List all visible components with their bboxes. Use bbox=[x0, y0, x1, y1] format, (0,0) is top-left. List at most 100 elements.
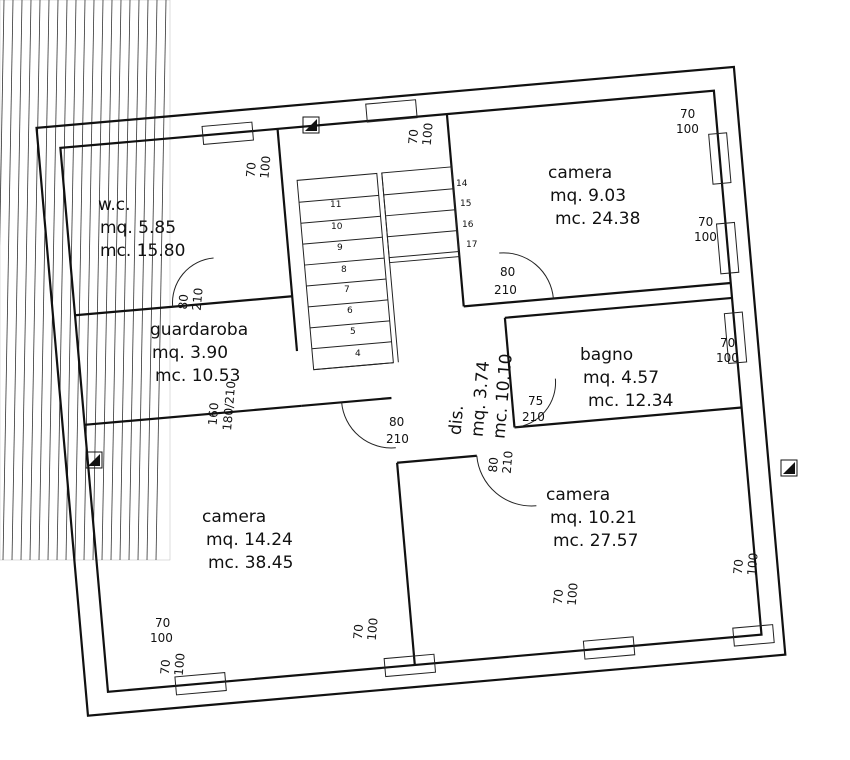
hatch-line bbox=[101, 0, 113, 561]
stair-tread bbox=[302, 236, 383, 245]
room-area: mq. 10.21 bbox=[550, 508, 637, 528]
room-name: guardaroba bbox=[150, 320, 248, 340]
window-width: 70 bbox=[243, 162, 258, 178]
step-label: 15 bbox=[460, 199, 471, 209]
opening-height: 180/210 bbox=[220, 380, 238, 431]
room-area: mq. 3.90 bbox=[152, 343, 228, 363]
room-name: dis. bbox=[446, 404, 469, 435]
marker-icons bbox=[85, 116, 798, 477]
stair-tread bbox=[309, 320, 390, 329]
hatch-line bbox=[137, 0, 149, 561]
room-camera-sw: camera mq. 14.24 mc. 38.45 bbox=[202, 507, 293, 573]
room-name: camera bbox=[202, 507, 266, 527]
door-width: 80 bbox=[500, 265, 515, 279]
opening-width: 160 bbox=[205, 402, 221, 426]
window-height: 100 bbox=[257, 155, 273, 179]
room-name: w.c. bbox=[98, 195, 131, 215]
window-height: 100 bbox=[565, 582, 581, 606]
room-volume: mc. 27.57 bbox=[553, 531, 638, 551]
window-height: 100 bbox=[676, 122, 699, 136]
room-area: mq. 14.24 bbox=[206, 530, 293, 550]
hatch-line bbox=[2, 0, 14, 561]
step-label: 17 bbox=[466, 240, 477, 250]
door-swings bbox=[172, 252, 557, 507]
stair-tread bbox=[389, 251, 459, 259]
windows bbox=[174, 99, 775, 696]
triangle-marker-icon bbox=[302, 116, 320, 134]
stair-tread bbox=[311, 341, 392, 350]
room-camera-se: camera mq. 10.21 mc. 27.57 bbox=[546, 485, 638, 551]
room-camera-ne: camera mq. 9.03 mc. 24.38 bbox=[548, 163, 640, 229]
hatch-line bbox=[119, 0, 131, 561]
window-width: 70 bbox=[158, 659, 173, 675]
step-label: 6 bbox=[347, 306, 353, 316]
step-label: 11 bbox=[330, 200, 341, 210]
room-wc: w.c. mq. 5.85 mc. 15.80 bbox=[98, 195, 185, 261]
stair-tread bbox=[387, 230, 458, 238]
terrace-hatch bbox=[0, 0, 171, 561]
step-label: 16 bbox=[462, 220, 474, 230]
window-height: 100 bbox=[745, 552, 761, 576]
triangle-marker-icon bbox=[780, 459, 798, 477]
window-height: 100 bbox=[420, 122, 436, 146]
partitions bbox=[74, 113, 742, 666]
room-volume: mc. 38.45 bbox=[208, 553, 293, 573]
window-width: 70 bbox=[155, 616, 170, 630]
triangle-marker-icon bbox=[88, 454, 100, 466]
hatch-line bbox=[128, 0, 140, 561]
hatch-line bbox=[38, 0, 50, 561]
stair-tread bbox=[313, 362, 394, 371]
hatch-line bbox=[47, 0, 59, 561]
window-width: 70 bbox=[351, 624, 366, 640]
door-height: 210 bbox=[500, 450, 516, 474]
room-name: bagno bbox=[580, 345, 633, 365]
room-volume: mc. 12.34 bbox=[588, 391, 673, 411]
room-volume: mc. 10.53 bbox=[155, 366, 240, 386]
room-volume: mc. 15.80 bbox=[100, 241, 185, 261]
room-guardaroba: guardaroba mq. 3.90 mc. 10.53 bbox=[150, 320, 248, 386]
window-height: 100 bbox=[716, 351, 739, 365]
window-width: 70 bbox=[698, 215, 713, 229]
door-height: 210 bbox=[386, 432, 409, 446]
step-label: 7 bbox=[344, 285, 350, 295]
hatch-line bbox=[110, 0, 122, 561]
hatch-line bbox=[29, 0, 41, 561]
hatch-line bbox=[155, 0, 167, 561]
hatch-line bbox=[56, 0, 68, 561]
stair-numbers: 4 5 6 7 8 9 10 11 14 15 16 17 bbox=[330, 179, 477, 359]
door-height: 210 bbox=[190, 287, 206, 311]
room-area: mq. 5.85 bbox=[100, 218, 176, 238]
door-width: 75 bbox=[528, 394, 543, 408]
room-name: camera bbox=[548, 163, 612, 183]
window-width: 70 bbox=[731, 559, 746, 575]
hatch-line bbox=[11, 0, 23, 561]
step-label: 5 bbox=[350, 327, 356, 337]
room-area: mq. 4.57 bbox=[583, 368, 659, 388]
door-width: 80 bbox=[176, 294, 191, 310]
window-height: 100 bbox=[694, 230, 717, 244]
room-name: camera bbox=[546, 485, 610, 505]
stair-tread bbox=[298, 194, 379, 203]
step-label: 9 bbox=[337, 243, 343, 253]
outer-wall bbox=[35, 65, 787, 717]
triangle-marker-icon bbox=[305, 119, 317, 131]
room-area: mq. 9.03 bbox=[550, 186, 626, 206]
stair-tread bbox=[306, 278, 387, 287]
staircase bbox=[296, 166, 460, 371]
stair-tread bbox=[383, 188, 454, 196]
triangle-marker-icon bbox=[783, 462, 795, 474]
window-width: 70 bbox=[680, 107, 695, 121]
room-bagno: bagno mq. 4.57 mc. 12.34 bbox=[580, 345, 673, 411]
window-height: 100 bbox=[172, 652, 188, 676]
window-width: 70 bbox=[406, 129, 421, 145]
room-volume: mc. 24.38 bbox=[555, 209, 640, 229]
step-label: 14 bbox=[456, 179, 468, 189]
door-width: 80 bbox=[389, 415, 404, 429]
hatch-line bbox=[146, 0, 158, 561]
hatch-line bbox=[74, 0, 86, 561]
triangle-marker-icon bbox=[85, 451, 103, 469]
stair-tread bbox=[300, 215, 381, 224]
